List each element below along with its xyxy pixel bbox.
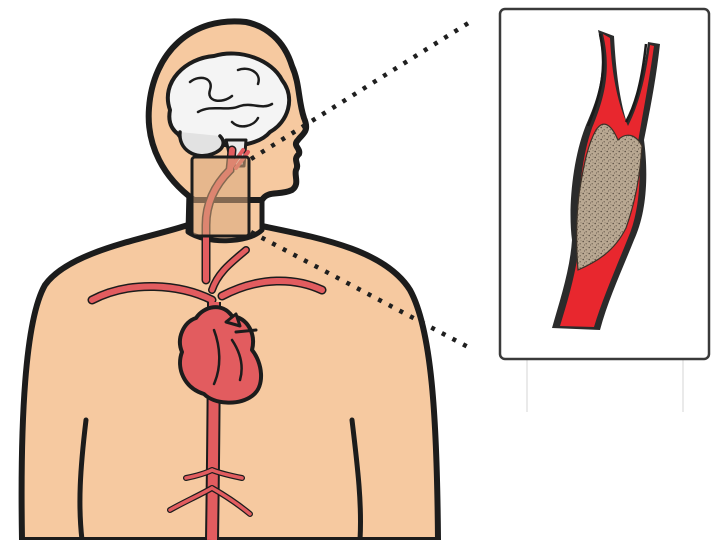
- zoom-highlight-box: [192, 157, 249, 236]
- artery-closeup-panel: [500, 9, 709, 412]
